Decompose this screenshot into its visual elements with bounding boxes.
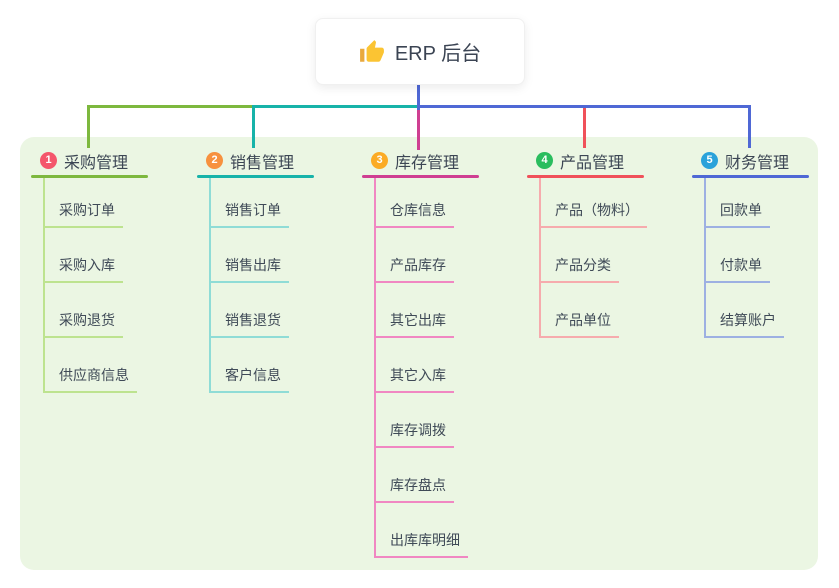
item-label: 采购退货 (45, 310, 123, 338)
thumbs-up-icon (359, 39, 385, 65)
branch-underline (527, 175, 644, 178)
item-label: 回款单 (706, 200, 770, 228)
branch-underline (31, 175, 148, 178)
mindmap-node-item[interactable]: 供应商信息 (45, 338, 148, 393)
branch-sales: 2 销售管理 销售订单 销售出库 销售退货 客户信息 (197, 146, 314, 393)
branch-number-badge: 2 (206, 152, 223, 169)
branch-number-badge: 4 (536, 152, 553, 169)
item-label: 产品（物料） (541, 200, 647, 228)
branch-underline (692, 175, 809, 178)
item-label: 产品库存 (376, 255, 454, 283)
item-label: 仓库信息 (376, 200, 454, 228)
item-label: 客户信息 (211, 365, 289, 393)
item-label: 销售退货 (211, 310, 289, 338)
mindmap-node-item[interactable]: 出库库明细 (376, 503, 479, 558)
branch-title-finance[interactable]: 5 财务管理 (692, 146, 809, 175)
branch-title-sales[interactable]: 2 销售管理 (197, 146, 314, 175)
item-label: 库存盘点 (376, 475, 454, 503)
item-label: 产品分类 (541, 255, 619, 283)
branch-inventory: 3 库存管理 仓库信息 产品库存 其它出库 其它入库 库存调拨 库存盘点 出库库… (362, 146, 479, 558)
branch-title-label: 产品管理 (560, 154, 625, 172)
branch-title-label: 库存管理 (395, 154, 460, 172)
branch-items: 回款单 付款单 结算账户 (704, 178, 809, 338)
mindmap-node-item[interactable]: 结算账户 (706, 283, 809, 338)
mindmap-node-item[interactable]: 销售订单 (211, 178, 314, 228)
mindmap-node-item[interactable]: 客户信息 (211, 338, 314, 393)
branch-items: 销售订单 销售出库 销售退货 客户信息 (209, 178, 314, 393)
branch-items: 仓库信息 产品库存 其它出库 其它入库 库存调拨 库存盘点 出库库明细 (374, 178, 479, 558)
branch-items: 采购订单 采购入库 采购退货 供应商信息 (43, 178, 148, 393)
branch-title-label: 采购管理 (64, 154, 129, 172)
branch-title-label: 销售管理 (230, 154, 295, 172)
branch-finance: 5 财务管理 回款单 付款单 结算账户 (692, 146, 809, 338)
mindmap-node-item[interactable]: 库存调拨 (376, 393, 479, 448)
item-label: 库存调拨 (376, 420, 454, 448)
item-label: 采购订单 (45, 200, 123, 228)
mindmap-node-item[interactable]: 其它出库 (376, 283, 479, 338)
branch-title-inventory[interactable]: 3 库存管理 (362, 146, 479, 175)
mindmap-node-item[interactable]: 采购订单 (45, 178, 148, 228)
mindmap-background-panel (20, 137, 818, 570)
mindmap-node-item[interactable]: 采购退货 (45, 283, 148, 338)
mindmap-node-item[interactable]: 产品库存 (376, 228, 479, 283)
item-label: 供应商信息 (45, 365, 137, 393)
mindmap-node-item[interactable]: 产品（物料） (541, 178, 647, 228)
branch-purchase: 1 采购管理 采购订单 采购入库 采购退货 供应商信息 (31, 146, 148, 393)
item-label: 付款单 (706, 255, 770, 283)
branch-product: 4 产品管理 产品（物料） 产品分类 产品单位 (527, 146, 647, 338)
mindmap-node-item[interactable]: 产品单位 (541, 283, 647, 338)
mindmap-node-item[interactable]: 付款单 (706, 228, 809, 283)
item-label: 其它入库 (376, 365, 454, 393)
mindmap-node-item[interactable]: 采购入库 (45, 228, 148, 283)
item-label: 出库库明细 (376, 530, 468, 558)
branch-title-label: 财务管理 (725, 154, 790, 172)
item-label: 销售订单 (211, 200, 289, 228)
root-node[interactable]: ERP 后台 (315, 18, 525, 85)
mindmap-node-item[interactable]: 销售出库 (211, 228, 314, 283)
item-label: 销售出库 (211, 255, 289, 283)
mindmap-node-item[interactable]: 仓库信息 (376, 178, 479, 228)
item-label: 其它出库 (376, 310, 454, 338)
mindmap-node-item[interactable]: 其它入库 (376, 338, 479, 393)
mindmap-node-item[interactable]: 回款单 (706, 178, 809, 228)
mindmap-node-item[interactable]: 销售退货 (211, 283, 314, 338)
mindmap-node-item[interactable]: 产品分类 (541, 228, 647, 283)
branch-number-badge: 1 (40, 152, 57, 169)
branch-number-badge: 3 (371, 152, 388, 169)
branch-number-badge: 5 (701, 152, 718, 169)
branch-underline (362, 175, 479, 178)
item-label: 产品单位 (541, 310, 619, 338)
branch-underline (197, 175, 314, 178)
branch-title-purchase[interactable]: 1 采购管理 (31, 146, 148, 175)
mindmap-node-item[interactable]: 库存盘点 (376, 448, 479, 503)
branch-items: 产品（物料） 产品分类 产品单位 (539, 178, 647, 338)
root-node-label: ERP 后台 (394, 43, 482, 65)
branch-title-product[interactable]: 4 产品管理 (527, 146, 647, 175)
item-label: 采购入库 (45, 255, 123, 283)
item-label: 结算账户 (706, 310, 784, 338)
